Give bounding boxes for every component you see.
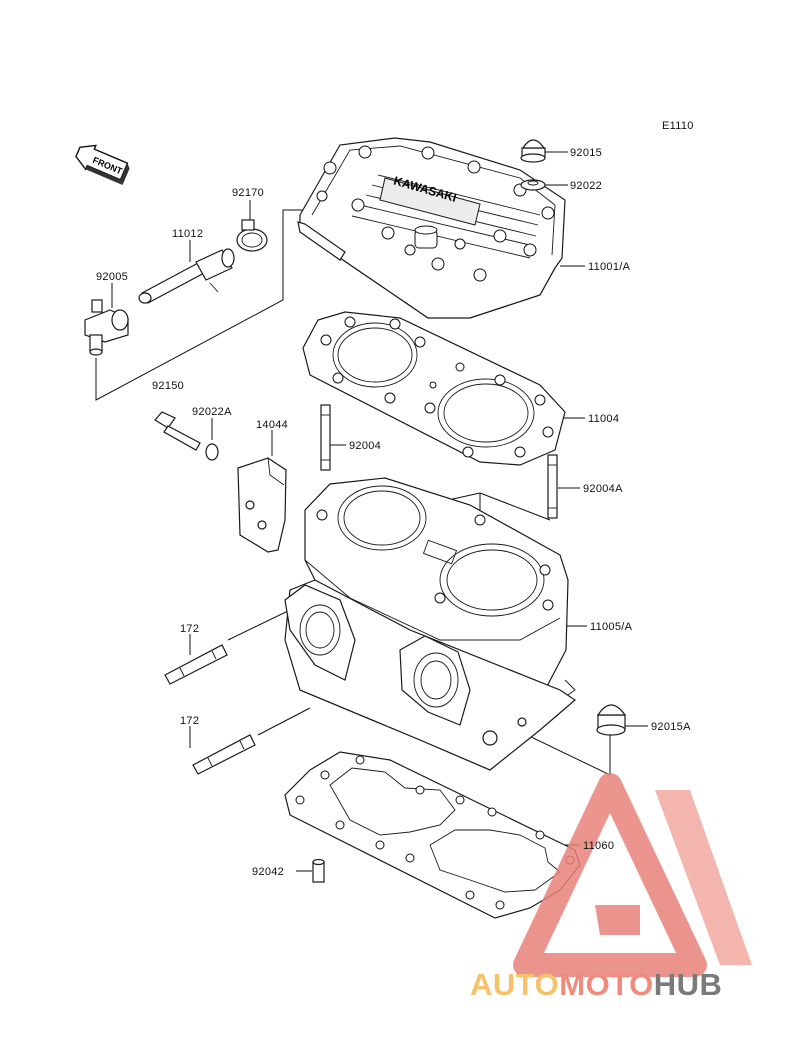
label-92170: 92170 — [232, 187, 264, 199]
label-11005A: 11005/A — [590, 621, 633, 633]
label-172-upper: 172 — [180, 623, 199, 635]
label-92004: 92004 — [349, 440, 381, 452]
label-92005: 92005 — [96, 271, 128, 283]
diagram-code: E1110 — [662, 120, 694, 132]
base-gasket-11060 — [284, 751, 581, 919]
label-92150: 92150 — [152, 380, 184, 392]
label-11060: 11060 — [583, 840, 614, 852]
label-92022: 92022 — [570, 180, 602, 192]
bracket-14044 — [237, 457, 287, 553]
label-92015: 92015 — [570, 147, 602, 159]
watermark-logo — [513, 773, 752, 977]
head-gasket-11004 — [302, 311, 566, 466]
label-172-lower: 172 — [180, 715, 199, 727]
stud-92004A — [547, 454, 558, 519]
stud-172-lower — [192, 734, 256, 775]
label-92004A: 92004A — [583, 483, 623, 495]
clamp-92170 — [236, 219, 268, 252]
cylinder-head: KAWASAKI — [297, 137, 566, 319]
fitting-11012 — [138, 248, 235, 304]
label-11001A: 11001/A — [588, 261, 631, 273]
label-14044: 14044 — [256, 419, 288, 431]
cap-nut-92015A — [596, 704, 627, 736]
dowel-92042 — [312, 858, 325, 883]
cap-nut-92015 — [520, 139, 546, 163]
watermark-text: AUTOMOTOHUB — [470, 967, 722, 1002]
label-92022A: 92022A — [192, 406, 232, 418]
cylinder-block-11005A — [284, 477, 576, 771]
front-arrow-icon: FRONT — [75, 144, 130, 186]
label-92042: 92042 — [252, 866, 284, 878]
stud-172-upper — [164, 644, 228, 685]
label-11012: 11012 — [172, 228, 203, 240]
stud-92004 — [320, 404, 331, 471]
label-11004: 11004 — [588, 413, 619, 425]
washer-92022 — [520, 179, 546, 191]
label-92015A: 92015A — [651, 721, 691, 733]
bolt-92022A — [154, 411, 219, 461]
elbow-92005 — [84, 299, 129, 356]
part-labels: E1110 92015 92022 11001/A 92170 11012 92… — [96, 120, 694, 878]
